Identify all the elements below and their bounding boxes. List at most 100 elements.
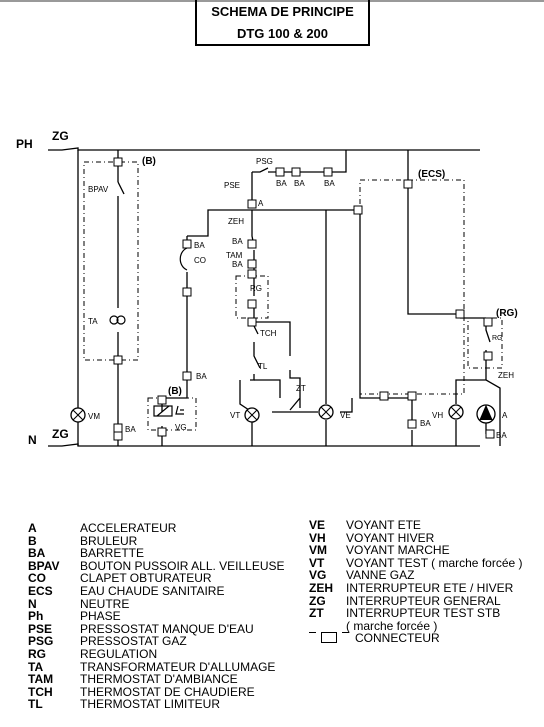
legend-desc: NEUTRE (80, 596, 130, 611)
label-a: A (502, 411, 508, 420)
legend-row: BA BARRETTE (28, 547, 285, 560)
label-rg-group: (RG) (496, 308, 518, 319)
legend-row: CO CLAPET OBTURATEUR (28, 572, 285, 585)
label-ba-8: BA (232, 260, 243, 269)
label-n: N (28, 433, 37, 447)
legend-row: TA TRANSFORMATEUR D'ALLUMAGE (28, 659, 285, 674)
label-tl: TL (258, 362, 268, 371)
legend-desc: BARRETTE (80, 546, 145, 561)
legend-desc: INTERRUPTEUR TEST STB (346, 606, 501, 621)
legend-row: BPAV BOUTON PUSSOIR ALL. VEILLEUSE (28, 560, 285, 573)
legend-desc: VOYANT TEST ( marche forcée ) (346, 555, 523, 570)
legend-code: PSE (28, 621, 53, 636)
legend-row: TL THERMOSTAT LIMITEUR (28, 698, 285, 711)
legend-desc: PRESSOSTAT MANQUE D'EAU (80, 621, 254, 636)
label-ba-4: BA (276, 179, 287, 188)
label-ecs: (ECS) (418, 169, 445, 180)
label-tch: TCH (260, 329, 277, 338)
legend-desc: INTERRUPTEUR ETE / HIVER (346, 580, 514, 595)
legend-row: VM VOYANT MARCHE (309, 544, 523, 557)
legend-row: ( marche forcée ) (309, 620, 523, 633)
title-line-1: SCHEMA DE PRINCIPE (211, 4, 354, 19)
label-psg: PSG (256, 157, 273, 166)
legend-desc: VOYANT MARCHE (346, 543, 450, 558)
ta-coil-1 (109, 315, 119, 325)
legend-code: Ph (28, 609, 44, 624)
label-ph: PH (16, 137, 33, 151)
legend-code: ZT (309, 606, 324, 621)
legend-desc: THERMOSTAT D'AMBIANCE (80, 672, 238, 687)
legend-code: TL (28, 697, 43, 712)
legend-code: CO (28, 571, 46, 586)
legend-row: ECS EAU CHAUDE SANITAIRE (28, 585, 285, 598)
legend-code: VM (309, 543, 327, 558)
legend-desc: THERMOSTAT DE CHAUDIERE (80, 684, 255, 699)
legend-code: A (28, 521, 37, 535)
label-ve: VE (340, 411, 351, 420)
legend-code: BPAV (28, 558, 60, 573)
legend-code: ZEH (309, 580, 333, 595)
legend-desc: PHASE (80, 609, 121, 624)
label-co: CO (194, 256, 206, 265)
co-coil (179, 247, 188, 271)
lamp-crosses (72, 404, 493, 421)
label-tam: TAM (226, 251, 243, 260)
legend-desc: ACCELERATEUR (80, 521, 177, 535)
legend-code: VT (309, 555, 325, 570)
label-a-pse: A (258, 199, 264, 208)
title-line-2: DTG 100 & 200 (236, 26, 329, 41)
legend-row: PSE PRESSOSTAT MANQUE D'EAU (28, 623, 285, 636)
label-ba-6: BA (324, 179, 335, 188)
legend-row: VT VOYANT TEST ( marche forcée ) (309, 557, 523, 570)
legend-row: ZT INTERRUPTEUR TEST STB (309, 607, 523, 620)
legend-desc: EAU CHAUDE SANITAIRE (80, 583, 225, 598)
legend-desc: TRANSFORMATEUR D'ALLUMAGE (80, 659, 276, 674)
legend-desc: VOYANT HIVER (346, 530, 435, 545)
label-ba-1: BA (125, 425, 136, 434)
label-vt: VT (230, 411, 240, 420)
legend-desc: VANNE GAZ (346, 568, 415, 583)
legend-row: RG REGULATION (28, 648, 285, 661)
legend-code: PSG (28, 634, 54, 649)
legend-row: ZEH INTERRUPTEUR ETE / HIVER (309, 582, 523, 595)
legend-row: A ACCELERATEUR (28, 522, 285, 535)
label-ta: TA (88, 317, 98, 326)
label-bpav: BPAV (88, 185, 109, 194)
legend-code: BA (28, 546, 46, 561)
legend-row-connector: CONNECTEUR (309, 632, 523, 645)
legend-code: ECS (28, 583, 53, 598)
connector-wire-right (342, 632, 349, 645)
legend-desc: ( marche forcée ) (346, 618, 438, 633)
label-ba-7: BA (232, 237, 243, 246)
legend-code: RG (28, 646, 46, 661)
label-vh: VH (432, 411, 443, 420)
legend-code: B (28, 533, 37, 548)
label-ba-10: BA (496, 431, 507, 440)
label-zg-bottom: ZG (52, 427, 69, 441)
label-b-top: (B) (142, 156, 156, 167)
legend-code: VG (309, 568, 327, 583)
connector-wire-left (309, 632, 316, 645)
legend-code (309, 620, 346, 633)
label-ba-5: BA (294, 179, 305, 188)
legend-desc: BOUTON PUSSOIR ALL. VEILLEUSE (80, 558, 285, 573)
dashed-groups (83, 161, 503, 431)
legend-desc: THERMOSTAT LIMITEUR (80, 697, 221, 712)
title-box: SCHEMA DE PRINCIPE DTG 100 & 200 (195, 0, 370, 46)
legend-desc: CLAPET OBTURATEUR (80, 571, 212, 586)
legend-desc: REGULATION (80, 646, 158, 661)
legend-code: ZG (309, 593, 326, 608)
label-zt: ZT (296, 384, 306, 393)
label-pse: PSE (224, 181, 240, 190)
connector-symbol (321, 632, 337, 644)
legend-code: TA (28, 659, 44, 674)
legend-row: Ph PHASE (28, 610, 285, 623)
